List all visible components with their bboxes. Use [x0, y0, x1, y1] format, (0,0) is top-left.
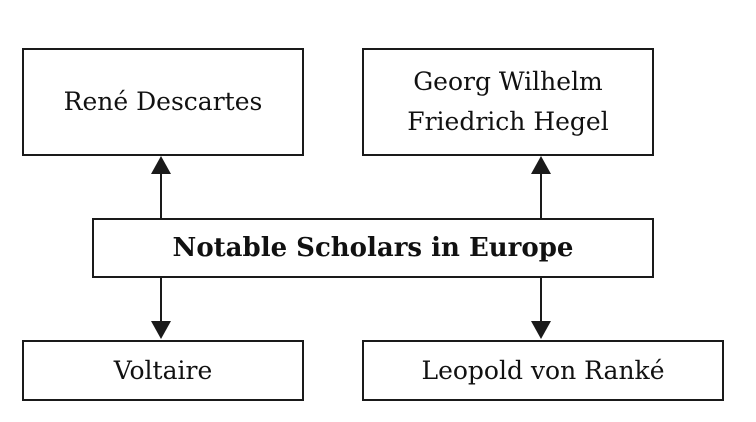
- node-descartes-label: René Descartes: [63, 87, 263, 116]
- node-voltaire-label: Voltaire: [113, 355, 213, 385]
- node-descartes: René Descartes: [22, 48, 304, 156]
- node-voltaire: Voltaire: [22, 340, 304, 401]
- node-hegel-label-line1: Georg Wilhelm: [413, 67, 603, 96]
- node-hegel-label-line2: Friedrich Hegel: [407, 107, 609, 136]
- node-ranke-label: Leopold von Ranké: [421, 355, 665, 385]
- center-node-label: Notable Scholars in Europe: [172, 233, 574, 263]
- node-ranke: Leopold von Ranké: [362, 340, 724, 401]
- center-node: Notable Scholars in Europe: [92, 218, 654, 278]
- node-hegel: Georg Wilhelm Friedrich Hegel: [362, 48, 654, 156]
